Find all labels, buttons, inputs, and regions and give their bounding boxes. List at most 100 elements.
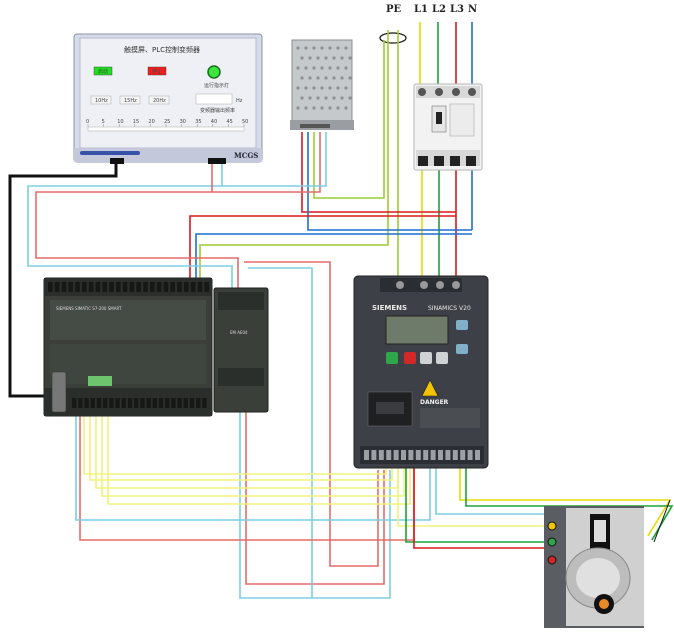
psu-vent-hole bbox=[324, 96, 328, 100]
hmi-title: 触摸屏、PLC控制变频器 bbox=[124, 45, 200, 54]
plc-terminal bbox=[84, 398, 89, 408]
plc-terminal bbox=[95, 282, 101, 292]
vfd-brand: SIEMENS bbox=[372, 304, 407, 312]
plc-terminal bbox=[150, 282, 155, 292]
hmi-panel: 触摸屏、PLC控制变频器 启动 停止 运行指示灯 10Hz 15Hz 20Hz … bbox=[73, 33, 263, 164]
vfd-terminal bbox=[378, 450, 384, 460]
plc-terminal bbox=[88, 282, 94, 292]
psu-vent-hole bbox=[304, 106, 308, 110]
hmi-stop-button[interactable] bbox=[147, 66, 167, 76]
plc-terminal bbox=[177, 398, 182, 408]
plc-terminal bbox=[68, 282, 73, 292]
hmi-scale-label: 45 bbox=[226, 119, 232, 125]
plc-terminal bbox=[140, 398, 145, 408]
wire-pe-1 bbox=[199, 30, 389, 290]
psu-vent-hole bbox=[300, 96, 304, 100]
hmi-port-right bbox=[208, 158, 226, 164]
psu-vent-hole bbox=[348, 76, 352, 80]
vfd-key-stop[interactable] bbox=[404, 352, 416, 364]
psu-vent-hole bbox=[312, 86, 316, 90]
wire-analog-cyan bbox=[239, 380, 391, 599]
vfd-key-up[interactable] bbox=[456, 320, 468, 330]
wire-lamp-cyan bbox=[435, 462, 552, 515]
psu-vent-hole bbox=[316, 56, 320, 60]
hmi-freq-button-3[interactable] bbox=[148, 95, 170, 105]
wire-analog-red bbox=[245, 382, 385, 585]
plc-terminal bbox=[90, 398, 95, 408]
psu-vent-hole bbox=[308, 56, 312, 60]
wire-do-5 bbox=[107, 408, 411, 505]
plc-model: SIEMENS SIMATIC S7-200 SMART bbox=[56, 306, 122, 311]
plc-terminal bbox=[72, 398, 77, 408]
wire-plc-blue bbox=[195, 233, 472, 290]
psu-vent-hole bbox=[316, 96, 320, 100]
vfd-warning: DANGER bbox=[420, 399, 449, 406]
lamp-yellow-icon bbox=[547, 521, 557, 531]
plc-rs485-port bbox=[51, 371, 67, 413]
psu-vent-hole bbox=[336, 106, 340, 110]
warning-triangle-icon bbox=[421, 379, 439, 397]
vfd-key-run[interactable] bbox=[386, 352, 398, 364]
psu-vent-hole bbox=[340, 96, 344, 100]
wire-motor-black bbox=[653, 499, 671, 543]
vfd-terminal bbox=[438, 450, 443, 460]
hmi-scale-label: 10 bbox=[117, 119, 123, 125]
vfd-terminal bbox=[475, 450, 480, 460]
hmi-freq-output-label: 变频器输出频率 bbox=[200, 107, 235, 114]
hmi-scale-label: 25 bbox=[164, 119, 170, 125]
vfd-terminal bbox=[371, 450, 377, 460]
wire-do-cyan bbox=[75, 408, 431, 521]
psu-vent-hole bbox=[328, 106, 332, 110]
psu-vent-hole bbox=[308, 96, 312, 100]
hmi-freq-button-1[interactable] bbox=[90, 95, 112, 105]
psu-vent-hole bbox=[332, 56, 336, 60]
psu-vent-hole bbox=[296, 46, 300, 50]
plc-cpu: SIEMENS SIMATIC S7-200 SMART CPU ST40 bbox=[43, 277, 213, 417]
hmi-run-indicator-icon bbox=[207, 65, 221, 79]
psu-vent-hole bbox=[296, 106, 300, 110]
wire-lamp-red bbox=[413, 462, 552, 549]
hmi-scale-label: 0 bbox=[86, 119, 89, 125]
plc-terminal bbox=[190, 282, 196, 292]
plc-terminal bbox=[143, 282, 148, 292]
vfd: SIEMENS SINAMICS V20 DANGER bbox=[353, 275, 489, 469]
wire-do-1 bbox=[83, 408, 387, 475]
vfd-key-m[interactable] bbox=[420, 352, 432, 364]
plc-terminal bbox=[116, 282, 121, 292]
plc-bottom-terminals bbox=[72, 398, 207, 408]
plc-terminal bbox=[96, 398, 102, 408]
psu-vent-hole bbox=[324, 56, 328, 60]
plc-terminal bbox=[82, 282, 87, 292]
hmi-scale-label: 40 bbox=[211, 119, 217, 125]
motor-panel bbox=[544, 506, 644, 628]
lamp-red-icon bbox=[547, 555, 557, 565]
vfd-terminal bbox=[467, 450, 473, 460]
plc-terminal bbox=[177, 282, 182, 292]
plc-terminal bbox=[54, 282, 60, 292]
vfd-terminal bbox=[452, 450, 458, 460]
wire-do-3 bbox=[95, 408, 399, 489]
plc-analog-module: EM AE04 bbox=[213, 287, 269, 413]
plc-terminal bbox=[152, 398, 157, 408]
plc-terminal bbox=[109, 398, 114, 408]
psu-vent-hole bbox=[348, 56, 352, 60]
hmi-freq-button-2[interactable] bbox=[119, 95, 141, 105]
hmi-start-button[interactable] bbox=[93, 66, 113, 76]
psu-vent-hole bbox=[320, 46, 324, 50]
hmi-scale-label: 15 bbox=[133, 119, 139, 125]
psu-vent-hole bbox=[304, 46, 308, 50]
psu-vent-hole bbox=[344, 46, 348, 50]
vfd-key-down[interactable] bbox=[456, 344, 468, 354]
psu-vent-hole bbox=[312, 46, 316, 50]
psu-vent-hole bbox=[328, 66, 332, 70]
psu-vent-hole bbox=[296, 86, 300, 90]
hmi-freq-label-3: 20Hz bbox=[153, 98, 166, 104]
hmi-freq-input[interactable] bbox=[195, 93, 233, 105]
hmi-freq-unit: Hz bbox=[236, 98, 243, 104]
breaker-handle[interactable] bbox=[436, 112, 442, 124]
vfd-key-ok[interactable] bbox=[436, 352, 448, 364]
wire-do-4 bbox=[101, 408, 405, 497]
plc-terminal bbox=[75, 282, 80, 292]
hmi-scale-label: 35 bbox=[195, 119, 201, 125]
plc-terminal bbox=[127, 398, 133, 408]
